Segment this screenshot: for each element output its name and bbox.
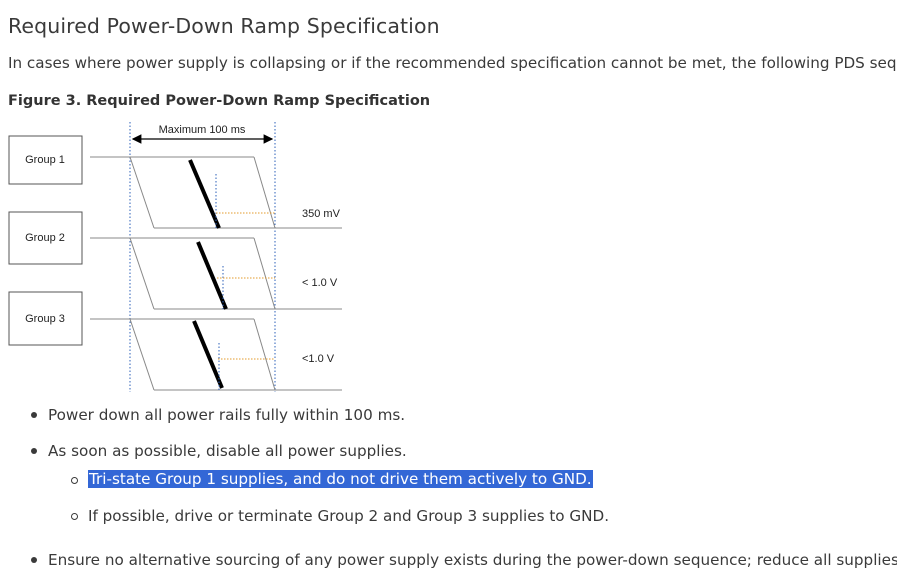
- bullet-disc-1: [31, 412, 37, 418]
- bullet-disc-3: [31, 557, 37, 563]
- list-item-power-down: Power down all power rails fully within …: [48, 406, 406, 424]
- threshold-label-2: < 1.0 V: [302, 277, 338, 289]
- list-item-no-alt-sourcing: Ensure no alternative sourcing of any po…: [48, 551, 897, 569]
- group-2-label: Group 2: [25, 232, 65, 244]
- page-title: Required Power-Down Ramp Specification: [8, 14, 440, 38]
- list-item-disable-supplies: As soon as possible, disable all power s…: [48, 442, 407, 460]
- sub-item-tristate[interactable]: Tri-state Group 1 supplies, and do not d…: [88, 470, 593, 488]
- threshold-label-1: 350 mV: [302, 208, 341, 220]
- group-3-label: Group 3: [25, 313, 65, 325]
- bullet-disc-2: [31, 448, 37, 454]
- threshold-label-3: <1.0 V: [302, 353, 335, 365]
- sub-bullet-circle-2: [71, 513, 78, 520]
- intro-paragraph: In cases where power supply is collapsin…: [8, 54, 897, 72]
- group-2-box: [8, 211, 83, 265]
- group-1-waveform: [90, 156, 342, 229]
- sub-item-terminate-groups: If possible, drive or terminate Group 2 …: [88, 507, 610, 525]
- group-3-waveform: [90, 318, 342, 391]
- power-down-ramp-figure: Maximum 100 ms Group 1 Group 2 Group 3: [0, 116, 360, 402]
- ramp-diagram-svg: Maximum 100 ms Group 1 Group 2 Group 3: [8, 122, 342, 392]
- group-2-waveform: [90, 237, 342, 310]
- sub-bullet-circle-1: [71, 477, 78, 484]
- group-3-box: [8, 291, 83, 346]
- group-1-label: Group 1: [25, 154, 65, 166]
- figure-caption: Figure 3. Required Power-Down Ramp Speci…: [8, 93, 431, 109]
- selected-text-highlight[interactable]: Tri-state Group 1 supplies, and do not d…: [88, 470, 593, 488]
- group-1-box: [8, 135, 83, 185]
- max-duration-label: Maximum 100 ms: [159, 124, 246, 136]
